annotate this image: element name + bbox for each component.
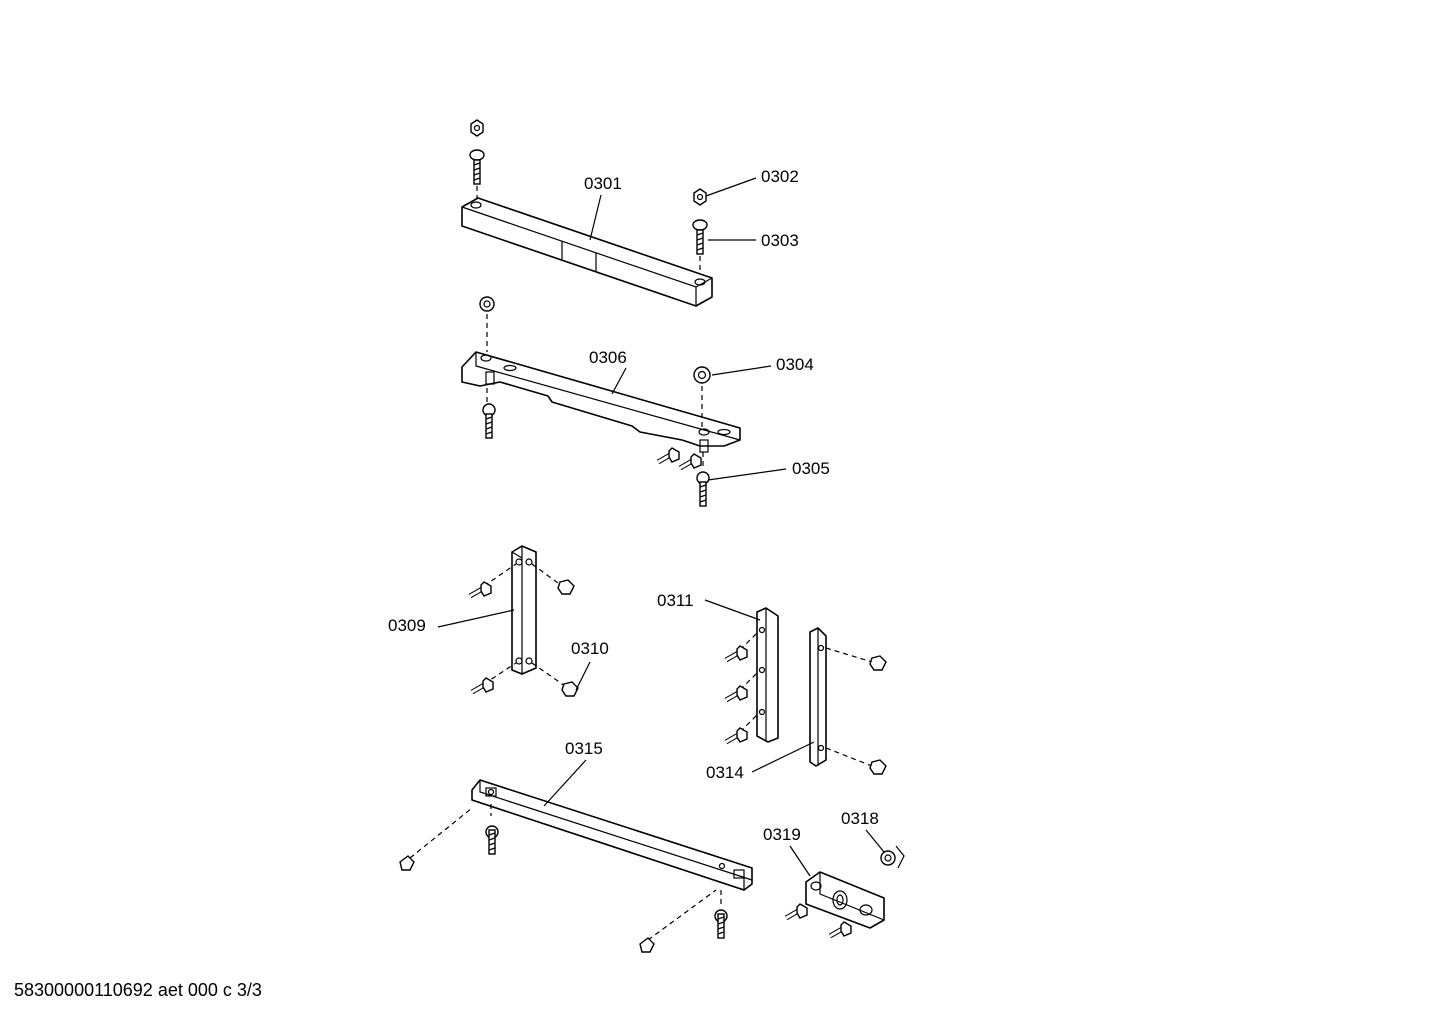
bar-0315	[471, 779, 753, 891]
screw-left-top	[469, 119, 485, 198]
document-id-footer: 58300000110692 aet 000 c 3/3	[14, 980, 262, 1000]
screw-0305	[696, 452, 710, 507]
label-0303: 0303	[761, 231, 799, 250]
screws-0315	[399, 804, 728, 953]
bracket-0306	[461, 351, 741, 453]
label-0315: 0315	[565, 739, 603, 758]
strip-0314	[809, 627, 887, 775]
screw-0302-0303	[692, 188, 708, 272]
bar-0301	[461, 197, 713, 307]
label-0304: 0304	[776, 355, 814, 374]
label-0306: 0306	[589, 348, 627, 367]
label-0301: 0301	[584, 174, 622, 193]
hinge-0319	[786, 871, 885, 936]
bracket-0309	[470, 545, 579, 697]
nut-0304	[693, 366, 711, 428]
part-labels: 0301 0302 0303 0304 0305 0306 0309 0310 …	[388, 167, 879, 844]
nut-left-0306	[479, 296, 496, 439]
label-0314: 0314	[706, 763, 744, 782]
screws-diag-0305	[658, 448, 701, 468]
label-0310: 0310	[571, 639, 609, 658]
label-0309: 0309	[388, 616, 426, 635]
label-0302: 0302	[761, 167, 799, 186]
label-0318: 0318	[841, 809, 879, 828]
label-0305: 0305	[792, 459, 830, 478]
strip-0311	[726, 607, 779, 742]
label-0311: 0311	[657, 591, 694, 610]
label-0319: 0319	[763, 825, 801, 844]
screw-0318	[880, 845, 905, 869]
leader-lines	[437, 177, 885, 877]
